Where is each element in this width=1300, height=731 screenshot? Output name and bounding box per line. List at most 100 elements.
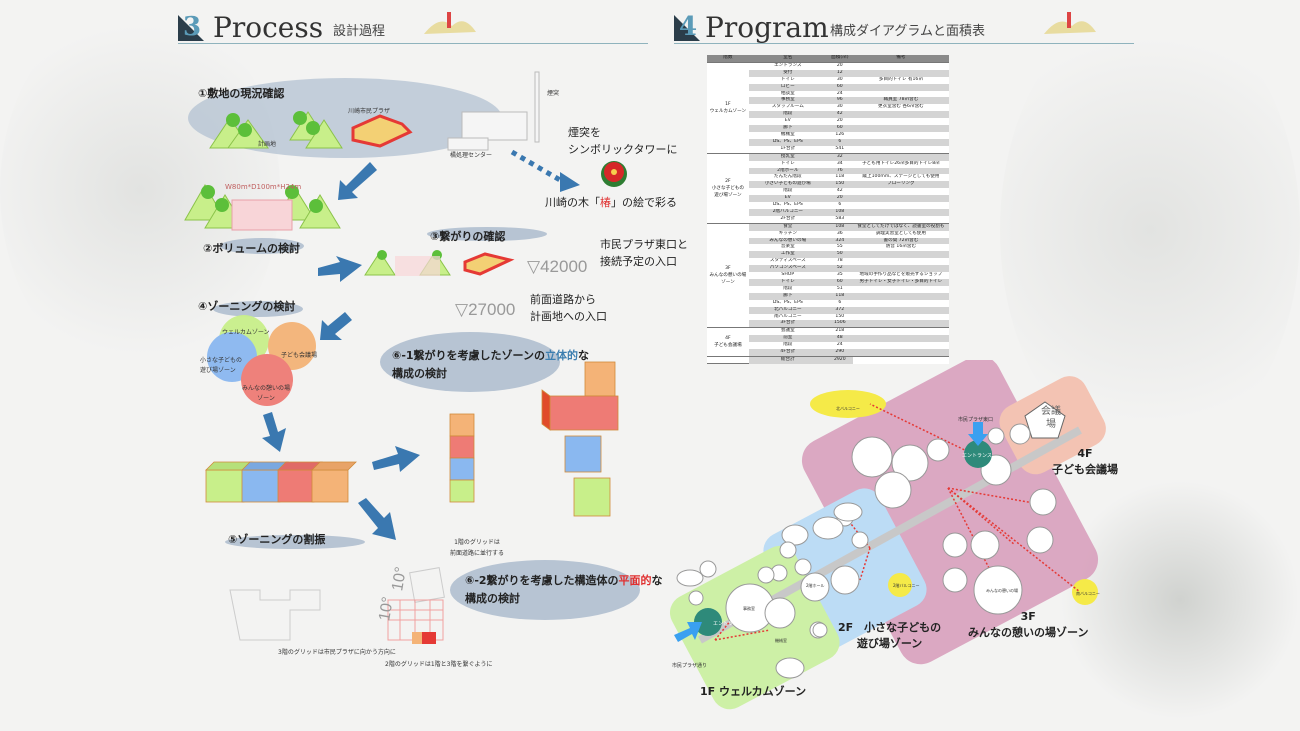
site-label: 計画地 [258, 141, 277, 148]
area-cell: 36 [836, 230, 843, 236]
room-cell: 北バルコニー [748, 306, 827, 314]
room-cell: 会議室 [748, 327, 827, 336]
col-notes: 備考 [852, 55, 949, 63]
area-cell: 218 [826, 327, 853, 336]
room-cell: 4F合計 [748, 349, 827, 357]
notes-cell: 子ども用トイレ26㎡多目的トイレ8㎡ [862, 160, 940, 166]
step-bubbles [188, 78, 640, 620]
background-tree [1060, 480, 1300, 720]
room-bubbles [676, 423, 1057, 679]
center-label: 橘処理センター [450, 152, 493, 159]
area-cell: 34 [836, 160, 843, 166]
process-diagram [184, 71, 640, 644]
total-value: 2920 [826, 355, 853, 364]
notes-cell [853, 132, 949, 139]
background-tree [0, 0, 280, 380]
area-cell: 52 [826, 265, 853, 273]
notes-cell: 男子トイレ・女子トイレ・多目的トイレ [852, 279, 949, 286]
notes-cell [852, 292, 949, 300]
entry-arrow-icon [968, 422, 988, 446]
room-cell: パソコンスペース [748, 265, 827, 273]
area-cell: 60 [826, 83, 853, 91]
arrow-icons [262, 162, 420, 540]
area-cell: 12 [826, 69, 853, 77]
meeting-room-pentagon [1024, 401, 1066, 439]
area-cell: 6 [838, 299, 842, 305]
notes-cell [852, 138, 949, 146]
notes-cell [852, 335, 949, 343]
room-label: 事務室 [743, 606, 755, 611]
notes-cell [853, 188, 949, 195]
col-room: 室名 [748, 55, 827, 63]
notes-cell [852, 152, 949, 161]
level-27000: ▽27000 [455, 300, 516, 319]
notes-cell: 調理実習室としても使用 [875, 230, 926, 236]
area-cell: 30 [836, 76, 843, 82]
area-cell: 150 [826, 181, 853, 189]
room-cell: SHOP [781, 272, 795, 278]
chimney-label: 煙突 [547, 90, 560, 97]
entrance-3f [964, 440, 992, 468]
area-cell: 60 [826, 279, 853, 286]
notes-cell [852, 167, 949, 175]
area-cell: 35 [836, 272, 843, 278]
room-cell: DS、PS、EPS [772, 299, 803, 305]
area-cell: 42 [826, 111, 853, 119]
step-2-label: ②ボリュームの検討 [203, 242, 300, 255]
room-cell: 廊下 [748, 125, 827, 132]
notes-cell: フローリング [852, 181, 949, 189]
notes-cell [853, 216, 949, 223]
notes-cell [852, 320, 949, 328]
area-cell: 51 [836, 285, 843, 291]
notes-cell [852, 265, 949, 273]
room-cell: 階段 [748, 111, 827, 119]
area-cell: 96 [826, 97, 853, 105]
logo-icon [1044, 12, 1096, 34]
incinerator-icon [447, 71, 540, 151]
section-title: Program [705, 11, 829, 44]
step-3-label: ③繋がりの確認 [430, 230, 506, 243]
room-cell: トイレ [748, 279, 827, 286]
room-cell: 食堂 [748, 222, 827, 231]
header-divider [674, 43, 1134, 44]
section-subtitle: 設計過程 [333, 24, 386, 39]
room-cell: だんだん階段 [774, 174, 802, 180]
area-cell: 108 [826, 208, 853, 216]
room-cell: EV [748, 195, 827, 203]
area-cell: 20 [836, 118, 843, 124]
room-cell: 3F合計 [748, 320, 827, 328]
area-cell: 48 [826, 335, 853, 343]
balcony-2f [888, 573, 912, 597]
chimney-note: 煙突をシンボリックタワーに [568, 126, 678, 156]
north-balcony [810, 390, 886, 418]
area-cell: 50 [826, 251, 853, 259]
entrance-3f-label: エントランス [962, 453, 992, 459]
room-cell: DS、PS、EPS [748, 138, 827, 146]
step-6b-label: ⑥-2繋がりを考慮した構造体の平面的な構成の検討 [465, 574, 663, 605]
room-cell: 事務室 [748, 97, 827, 105]
zone-small-kids-label: 小さな子どもの遊び場ゾーン [200, 357, 243, 374]
zone-2f-label: 2F 小さな子どもの遊び場ゾーン [838, 621, 942, 650]
area-cell: 290 [826, 349, 853, 357]
notes-cell [853, 286, 949, 293]
